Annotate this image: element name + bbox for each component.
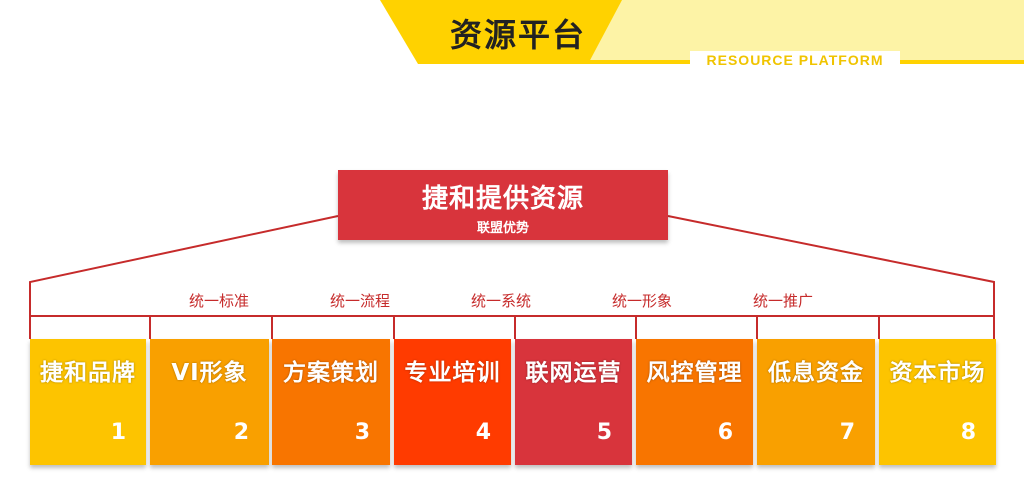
page-title: 资源平台 bbox=[449, 16, 586, 54]
tile-number: 8 bbox=[960, 420, 976, 445]
header-yellow-band bbox=[380, 0, 622, 64]
tile-4: 专业培训 4 bbox=[394, 339, 511, 465]
tile-label: 方案策划 bbox=[283, 360, 379, 386]
tile-3: 方案策划 3 bbox=[272, 339, 390, 465]
tile-number: 3 bbox=[354, 420, 370, 445]
unify-label-2: 统一流程 bbox=[330, 292, 391, 310]
tile-label: 风控管理 bbox=[646, 360, 743, 386]
tile-label: 专业培训 bbox=[404, 360, 501, 386]
tile-number: 2 bbox=[233, 420, 249, 445]
page-subtitle: RESOURCE PLATFORM bbox=[690, 51, 900, 69]
right-connector bbox=[667, 215, 995, 339]
header-banner bbox=[380, 0, 1024, 64]
left-connector bbox=[29, 215, 339, 339]
center-subtitle: 联盟优势 bbox=[476, 221, 529, 236]
center-box: 捷和提供资源 联盟优势 bbox=[338, 170, 668, 240]
tile-5: 联网运营 5 bbox=[515, 339, 632, 465]
tick-group bbox=[149, 316, 880, 339]
tile-label: 联网运营 bbox=[525, 360, 622, 386]
tile-number: 4 bbox=[475, 420, 491, 445]
tile-number: 6 bbox=[717, 420, 733, 445]
tile-label: VI形象 bbox=[171, 360, 248, 386]
tile-number: 1 bbox=[110, 420, 126, 445]
tile-7: 低息资金 7 bbox=[757, 339, 875, 465]
tile-6: 风控管理 6 bbox=[636, 339, 753, 465]
tile-8: 资本市场 8 bbox=[879, 339, 996, 465]
unify-label-1: 统一标准 bbox=[189, 292, 250, 310]
header-light-band bbox=[585, 0, 1024, 64]
tile-1: 捷和品牌 1 bbox=[30, 339, 146, 465]
tile-label: 低息资金 bbox=[768, 360, 864, 386]
tile-label: 资本市场 bbox=[889, 360, 986, 386]
unify-label-5: 统一推广 bbox=[753, 292, 814, 310]
tile-2: VI形象 2 bbox=[150, 339, 269, 465]
tile-number: 7 bbox=[839, 420, 855, 445]
unify-label-3: 统一系统 bbox=[471, 292, 532, 310]
unify-label-4: 统一形象 bbox=[612, 292, 673, 310]
tile-number: 5 bbox=[596, 420, 612, 445]
tile-label: 捷和品牌 bbox=[40, 360, 136, 386]
center-title: 捷和提供资源 bbox=[421, 184, 584, 214]
